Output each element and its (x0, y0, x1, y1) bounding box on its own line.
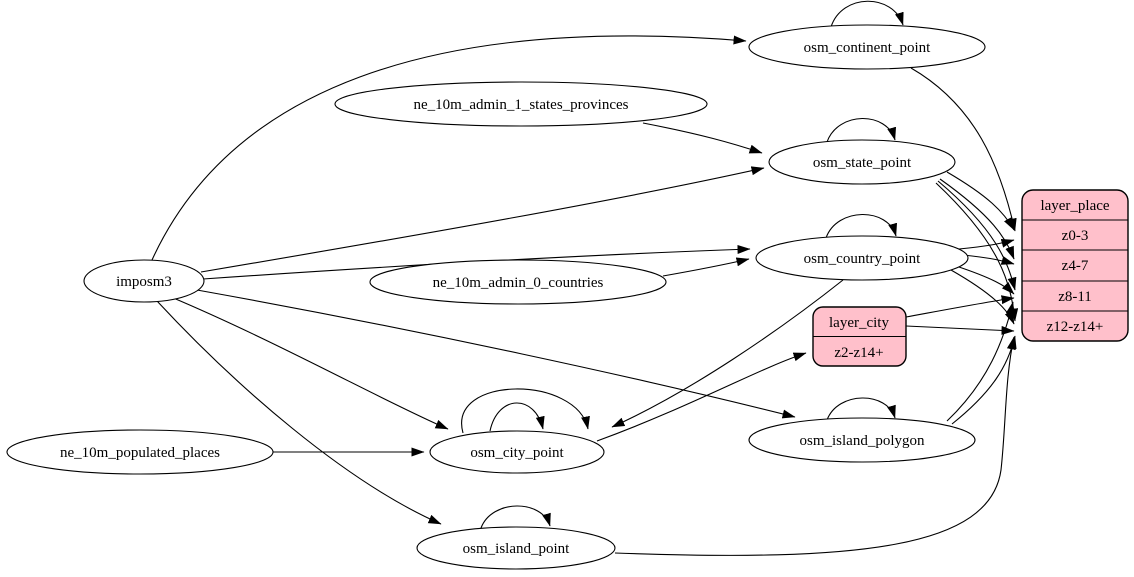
ne-10m-admin-1-states-provinces-shape (334, 81, 708, 127)
layer-place-title: layer_place (1040, 198, 1109, 214)
edge-imposm3-osm-island-polygon (196, 289, 796, 419)
edge-osm-country-point-layer-place-z8-11 (955, 265, 1015, 295)
node-ne-10m-admin-1-states-provinces: ne_10m_admin_1_states_provinces (334, 81, 708, 127)
ne-10m-admin-0-countries-label: ne_10m_admin_0_countries (433, 275, 604, 291)
node-ne-10m-admin-0-countries: ne_10m_admin_0_countries (369, 259, 667, 305)
edge-self-osm-country-point (825, 214, 897, 239)
node-layer-city: layer_city z2-z14+ (812, 306, 907, 367)
layer-place-row-z8-11: z8-11 (1058, 289, 1092, 305)
imposm3-shape (83, 259, 205, 303)
layer-place-row-z0-3: z0-3 (1062, 228, 1089, 244)
node-osm-continent-point: osm_continent_point (748, 24, 986, 70)
edge-self-osm-island-polygon (826, 397, 896, 421)
layer-city-title: layer_city (829, 315, 889, 331)
edge-osm-city-point-layer-city-z2 (596, 352, 807, 442)
node-layer-place: layer_place z0-3 z4-7 z8-11 z12-z14+ (1021, 189, 1129, 342)
edge-imposm3-osm-state-point (200, 166, 765, 273)
ne-10m-populated-places-label: ne_10m_populated_places (60, 445, 220, 461)
osm-island-point-label: osm_island_point (463, 541, 571, 557)
osm-island-polygon-label: osm_island_polygon (799, 433, 925, 449)
osm-state-point-label: osm_state_point (813, 155, 912, 171)
edge-imposm3-osm-continent-point (151, 35, 747, 261)
osm-country-point-label: osm_country_point (804, 251, 921, 267)
imposm3-label: imposm3 (116, 274, 172, 290)
edge-osm-continent-point-layer-place-z0-3 (910, 67, 1017, 232)
layer-city-row-z2-z14: z2-z14+ (834, 345, 883, 361)
layer-place-row-z12-z14: z12-z14+ (1047, 319, 1104, 335)
edge-self-osm-island-point (480, 505, 551, 529)
osm-city-point-shape (429, 430, 605, 474)
ne-10m-populated-places-shape (6, 429, 274, 475)
node-osm-island-polygon: osm_island_polygon (748, 417, 976, 463)
edge-self-outer-osm-city-point (461, 388, 590, 434)
edge-ne-10m-admin-0-countries-osm-country-point (662, 257, 750, 277)
osm-continent-point-label: osm_continent_point (804, 40, 931, 56)
osm-city-point-label: osm_city_point (470, 445, 564, 461)
edge-self-osm-state-point (826, 118, 896, 143)
edge-osm-island-polygon-layer-place-z8-11 (946, 301, 1015, 422)
layer-place-row-z4-7: z4-7 (1062, 258, 1089, 274)
edge-self-osm-continent-point (830, 0, 904, 28)
edge-osm-country-point-layer-place-z12 (950, 269, 1015, 325)
edge-osm-country-point-osm-city-point (611, 279, 844, 428)
edge-imposm3-osm-island-point (156, 300, 442, 525)
node-osm-country-point: osm_country_point (755, 235, 969, 281)
edge-osm-country-point-layer-place-z4-7 (962, 254, 1015, 265)
edge-layer (151, 0, 1019, 556)
node-osm-island-point: osm_island_point (416, 526, 616, 570)
osm-island-point-shape (416, 526, 616, 570)
node-osm-city-point: osm_city_point (429, 430, 605, 474)
ne-10m-admin-0-countries-shape (369, 259, 667, 305)
osm-continent-point-shape (748, 24, 986, 70)
edge-osm-island-point-layer-place-z12 (614, 336, 1016, 556)
edge-osm-state-point-layer-place-z4-7 (939, 178, 1015, 260)
edge-imposm3-osm-city-point (170, 296, 449, 430)
edge-osm-state-point-layer-place-z0-3 (946, 171, 1015, 231)
osm-island-polygon-shape (748, 417, 976, 463)
edge-layer-city-layer-place-z8-11 (905, 295, 1015, 318)
edge-ne-10m-admin-1-states-provinces-osm-state-point (642, 122, 763, 154)
edge-self-inner-osm-city-point (489, 402, 545, 432)
layer-place-shape (1021, 189, 1129, 342)
osm-state-point-shape (768, 139, 956, 185)
ne-10m-admin-1-states-provinces-label: ne_10m_admin_1_states_provinces (414, 97, 629, 113)
node-osm-state-point: osm_state_point (768, 139, 956, 185)
node-imposm3: imposm3 (83, 259, 205, 303)
edge-osm-state-point-layer-place-z8-11 (937, 180, 1017, 291)
node-ne-10m-populated-places: ne_10m_populated_places (6, 429, 274, 475)
edge-osm-country-point-layer-place-z0-3 (958, 238, 1015, 250)
osm-country-point-shape (755, 235, 969, 281)
edge-layer-city-layer-place-z12 (905, 325, 1015, 335)
